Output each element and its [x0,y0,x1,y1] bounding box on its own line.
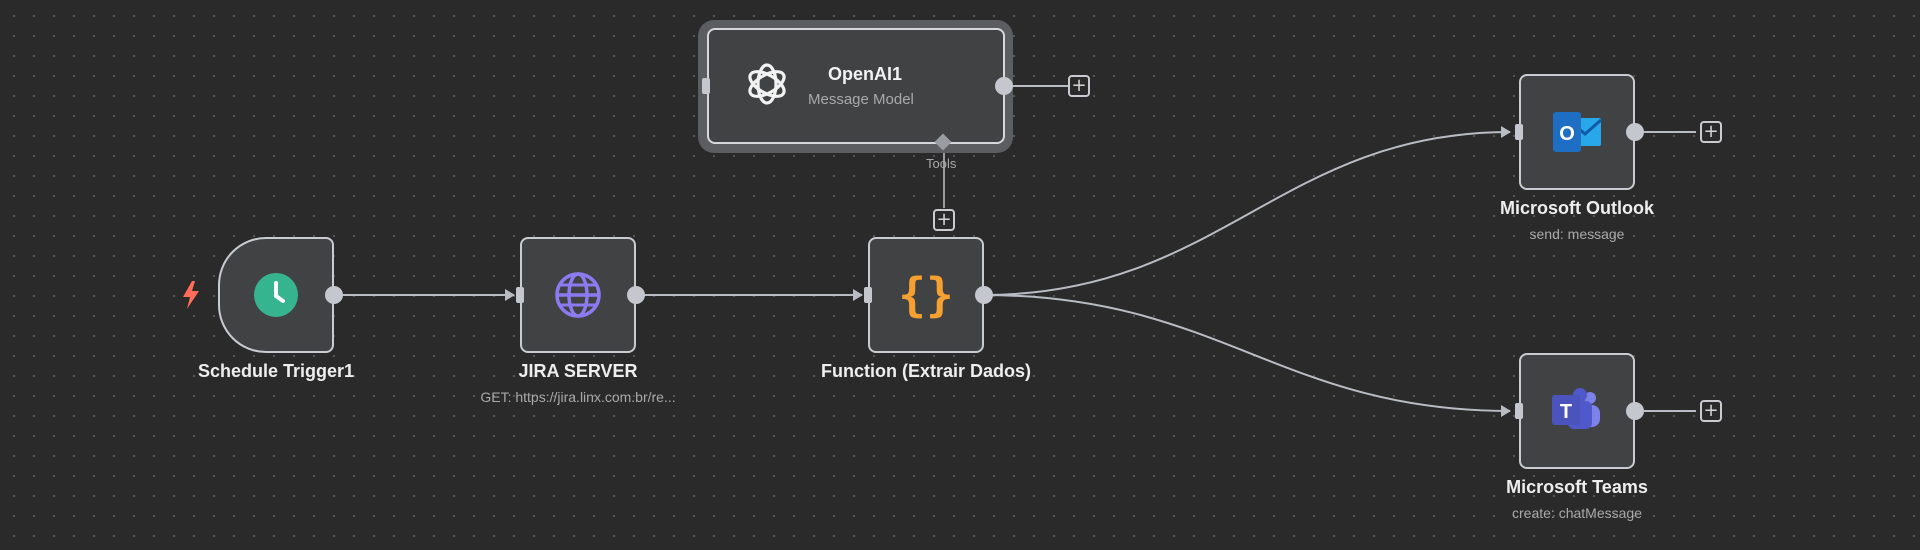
openai-subtitle: Message Model [808,91,914,108]
globe-icon [553,270,603,320]
teams-title: Microsoft Teams [1506,477,1648,497]
arrow-head-teams [1501,405,1511,417]
openai-output-handle[interactable] [995,77,1013,95]
jira-output-handle[interactable] [627,286,645,304]
teams-add-button[interactable]: + [1700,400,1722,422]
openai-title: OpenAI1 [828,64,903,84]
clock-icon [252,271,300,319]
arrow-head-outlook [1501,126,1511,138]
node-openai[interactable] [707,28,1005,144]
outlook-icon: O [1551,108,1603,156]
tools-connector-label: Tools [926,156,957,171]
openai-icon [743,60,791,113]
teams-letter: T [1560,401,1572,423]
schedule-trigger-title: Schedule Trigger1 [197,361,355,381]
teams-output-handle[interactable] [1626,402,1644,420]
teams-subtitle: create: chatMessage [1512,505,1642,521]
braces-glyph: {} [898,268,954,322]
openai-add-button[interactable]: + [1068,75,1090,97]
jira-server-title: JIRA SERVER [518,361,638,381]
function-tools-add-button[interactable]: + [933,209,955,231]
node-jira-server[interactable] [520,237,636,353]
function-output-handle[interactable] [975,286,993,304]
outlook-add-button[interactable]: + [1700,121,1722,143]
node-function[interactable]: {} [868,237,984,353]
outlook-title: Microsoft Outlook [1500,198,1654,218]
function-input-handle[interactable] [864,287,872,303]
arrow-head-function [853,289,863,301]
arrow-head-jira [505,289,515,301]
node-microsoft-outlook[interactable]: O [1519,74,1635,190]
function-title: Function (Extrair Dados) [820,361,1032,381]
outlook-output-handle[interactable] [1626,123,1644,141]
braces-icon: {} [898,268,953,322]
teams-input-handle[interactable] [1515,403,1523,419]
jira-input-handle[interactable] [516,287,524,303]
teams-icon: T [1550,387,1604,435]
outlook-input-handle[interactable] [1515,124,1523,140]
node-schedule-trigger[interactable] [218,237,334,353]
connection-function-to-outlook[interactable] [983,131,1511,296]
outlook-subtitle: send: message [1529,226,1625,242]
openai-input-handle[interactable] [702,78,710,94]
connection-function-to-teams[interactable] [983,294,1511,412]
node-microsoft-teams[interactable]: T [1519,353,1635,469]
trigger-bolt-icon [180,280,202,315]
trigger-output-handle[interactable] [325,286,343,304]
jira-server-subtitle: GET: https://jira.linx.com.br/re... [480,389,676,405]
outlook-letter: O [1559,123,1575,145]
